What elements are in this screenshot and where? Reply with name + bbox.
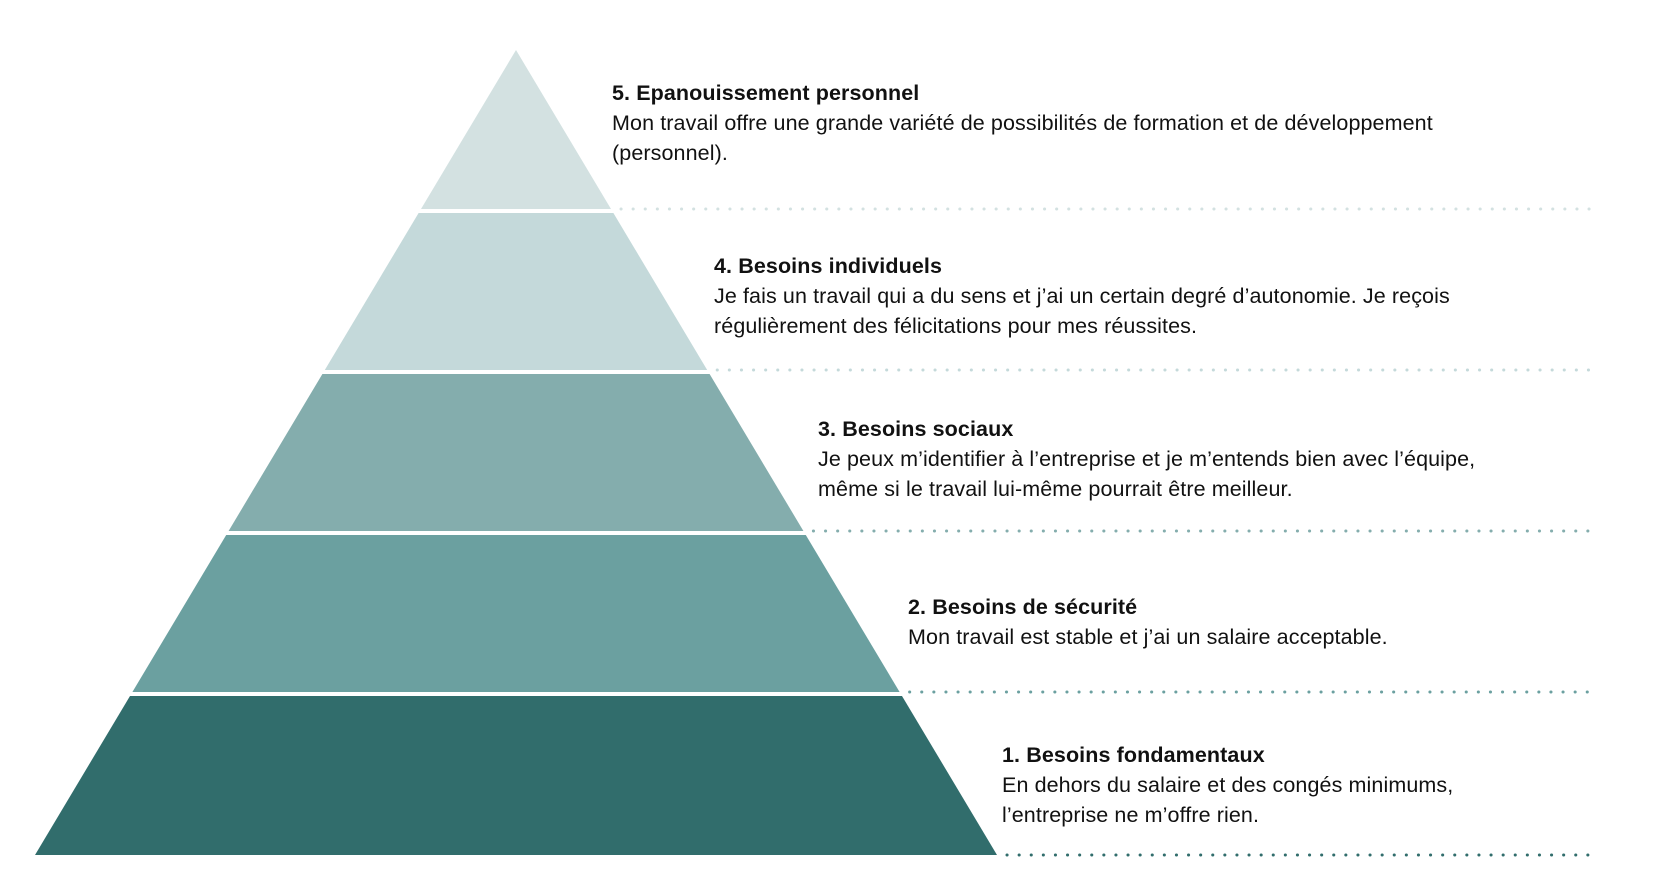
tier-description-line: Mon travail offre une grande variété de … xyxy=(612,111,1433,135)
tier-description-line: régulièrement des félicitations pour mes… xyxy=(714,314,1198,338)
tier-description-line: Je peux m’identifier à l’entreprise et j… xyxy=(818,447,1476,471)
tier-label-1: 1. Besoins fondamentaux En dehors du sala… xyxy=(1002,740,1453,830)
pyramid-tier-2 xyxy=(132,535,900,692)
tier-description-line: Je fais un travail qui a du sens et j’ai… xyxy=(714,284,1450,308)
tier-description-line: En dehors du salaire et des congés minim… xyxy=(1002,773,1454,797)
pyramid-tier-5 xyxy=(420,50,612,209)
tier-title: 5. Epanouissement personnel xyxy=(612,81,920,105)
tier-title: 2. Besoins de sécurité xyxy=(908,595,1138,619)
tier-title: 4. Besoins individuels xyxy=(714,254,943,278)
tier-description-line: (personnel). xyxy=(612,141,728,165)
tier-description-line: même si le travail lui-même pourrait êtr… xyxy=(818,477,1293,501)
tier-description-line: l’entreprise ne m’offre rien. xyxy=(1002,803,1260,827)
pyramid-tier-1 xyxy=(35,696,997,855)
pyramid-tier-4 xyxy=(324,213,708,370)
tier-title: 1. Besoins fondamentaux xyxy=(1002,743,1265,767)
tier-label-3: 3. Besoins sociaux Je peux m’identifier à… xyxy=(818,414,1475,504)
tier-label-4: 4. Besoins individuels Je fais un travail… xyxy=(714,251,1450,341)
tier-description-line: Mon travail est stable et j’ai un salair… xyxy=(908,625,1388,649)
pyramid-tier-3 xyxy=(228,374,804,531)
tier-title: 3. Besoins sociaux xyxy=(818,417,1014,441)
